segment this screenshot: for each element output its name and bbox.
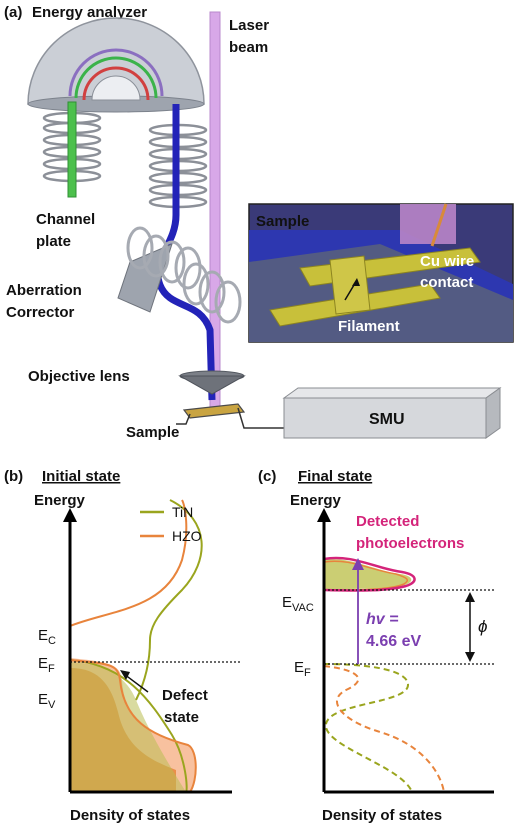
- panel-b-x-axis: Density of states: [70, 807, 190, 824]
- hv-line2: 4.66 eV: [366, 633, 421, 650]
- legend-hzo-label: HZO: [172, 528, 202, 544]
- panel-b: (b) Initial state Energy Density of stat…: [4, 468, 240, 824]
- label-evac: EVAC: [282, 594, 314, 614]
- aberration-corrector: [117, 226, 242, 324]
- tin-dashed-curve: [323, 663, 413, 793]
- panel-c-y-axis: Energy: [290, 492, 342, 509]
- aberration-line1: Aberration: [6, 282, 82, 299]
- panel-b-y-arrow: [63, 508, 77, 522]
- phi-label: ϕ: [478, 617, 487, 636]
- panel-c: (c) Final state Energy Density of states…: [258, 468, 494, 824]
- hv-line1: hv =: [366, 611, 398, 628]
- aberration-line2: Corrector: [6, 304, 75, 321]
- objective-lens: [178, 370, 246, 395]
- energy-analyzer-dome: [27, 17, 205, 113]
- defect-line2: state: [164, 709, 199, 726]
- inset-cu-wire-line2: contact: [420, 274, 473, 291]
- legend-tin-label: TiN: [172, 504, 193, 520]
- energy-analyzer-label: Energy analyzer: [32, 4, 147, 21]
- channel-plate-line1: Channel: [36, 211, 95, 228]
- tin-curve: [69, 499, 203, 793]
- laser-label-line2: beam: [229, 39, 268, 56]
- inset-filament-label: Filament: [338, 318, 400, 335]
- panel-c-x-axis: Density of states: [322, 807, 442, 824]
- smu-box: [282, 387, 502, 439]
- sample-label: Sample: [126, 424, 179, 441]
- defect-arrow-line: [123, 673, 149, 693]
- label-ef-c: EF: [294, 659, 311, 679]
- defect-line1: Defect: [162, 687, 208, 704]
- detected-line2: photoelectrons: [356, 535, 464, 552]
- panel-c-y-arrow: [317, 508, 331, 522]
- hv-arrow-head: [352, 558, 364, 570]
- inset-sample-label: Sample: [256, 213, 309, 230]
- label-ec: EC: [38, 627, 56, 647]
- channel-plate-line2: plate: [36, 233, 71, 250]
- panel-b-title: Initial state: [42, 468, 120, 485]
- label-ev: EV: [38, 691, 56, 711]
- hzo-dashed-curve: [323, 665, 445, 793]
- panel-b-y-axis: Energy: [34, 492, 86, 509]
- panel-a: (a) Energy analyzer Laser beam Channel p…: [4, 4, 514, 441]
- sample-stage: [176, 403, 291, 429]
- label-ef-b: EF: [38, 655, 55, 675]
- phi-arrow-bottom: [465, 652, 475, 662]
- panel-b-label: (b): [4, 468, 23, 485]
- phi-arrow-top: [465, 592, 475, 602]
- laser-label-line1: Laser: [229, 17, 269, 34]
- panel-c-label: (c): [258, 468, 276, 485]
- emitted-peak-fill: [324, 559, 412, 590]
- panel-c-title: Final state: [298, 468, 372, 485]
- sample-inset: [248, 203, 514, 343]
- smu-label: SMU: [369, 411, 405, 428]
- defect-arrow-head: [120, 670, 130, 680]
- panel-a-label: (a): [4, 4, 22, 21]
- tin-fill: [70, 662, 186, 792]
- blue-electron-path: [154, 104, 216, 401]
- detected-line1: Detected: [356, 513, 419, 530]
- hzo-curve: [69, 499, 197, 793]
- inset-cu-wire-line1: Cu wire: [420, 253, 474, 270]
- objective-lens-label: Objective lens: [28, 368, 130, 385]
- green-electron-beam: [67, 101, 77, 198]
